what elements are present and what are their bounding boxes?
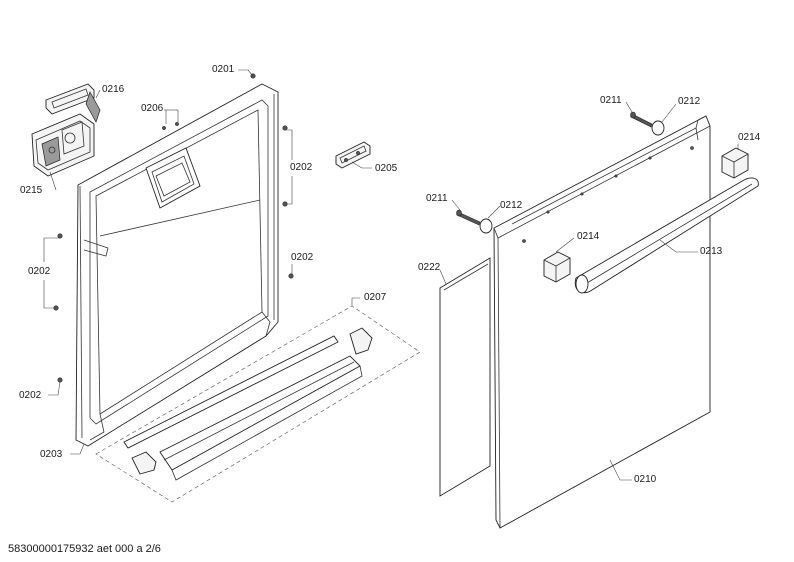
dispenser-unit (31, 113, 95, 177)
label-0211a: 0211 (600, 95, 622, 106)
inner-door-frame (75, 83, 279, 447)
label-0212b: 0212 (500, 200, 523, 211)
label-0207: 0207 (364, 292, 387, 303)
door-latch (45, 83, 101, 123)
label-0211b: 0211 (426, 193, 448, 204)
screws-and-washers (456, 111, 665, 234)
label-0201: 0201 (212, 64, 235, 75)
label-0216: 0216 (102, 84, 125, 95)
hinge-bracket (335, 141, 371, 169)
decor-panel (439, 257, 491, 497)
label-0202c: 0202 (291, 252, 314, 263)
outer-door (493, 115, 711, 529)
label-0210: 0210 (634, 474, 657, 485)
handle-end-caps (543, 147, 749, 283)
door-handle (574, 177, 759, 294)
label-0203: 0203 (40, 449, 63, 460)
label-0206: 0206 (141, 103, 164, 114)
leader-lines (43, 69, 739, 481)
label-0212a: 0212 (678, 96, 701, 107)
label-0215: 0215 (20, 185, 43, 196)
document-id-footer: 58300000175932 aet 000 a 2/6 (8, 543, 161, 555)
label-0202b: 0202 (28, 266, 51, 277)
label-0202d: 0202 (19, 390, 42, 401)
label-0222: 0222 (418, 262, 441, 273)
label-0205: 0205 (375, 163, 398, 174)
seal-kit (95, 305, 421, 503)
label-0213: 0213 (700, 246, 723, 257)
label-0214a: 0214 (738, 132, 761, 143)
label-0202a: 0202 (290, 162, 313, 173)
label-0214b: 0214 (577, 231, 600, 242)
